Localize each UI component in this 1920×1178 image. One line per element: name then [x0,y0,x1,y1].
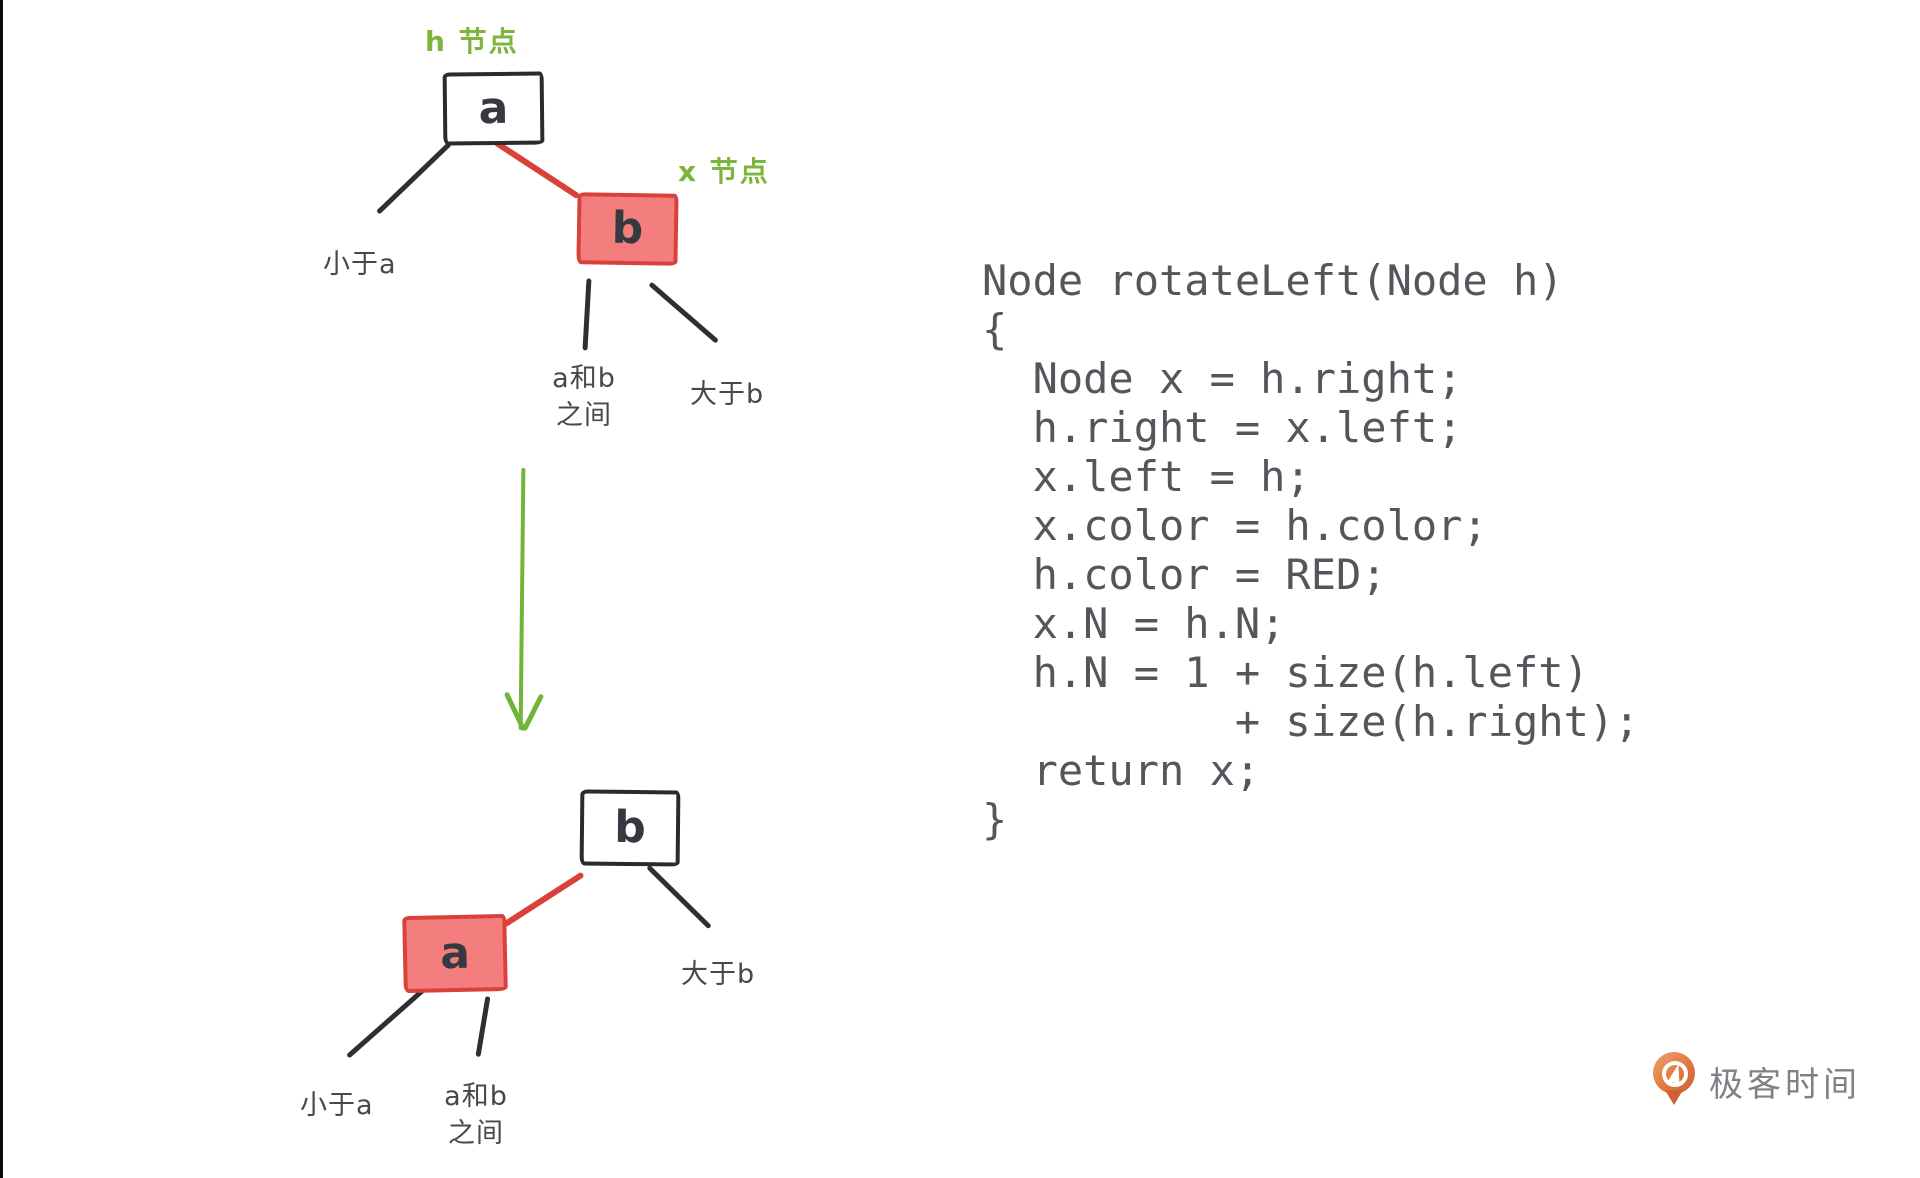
edge-before-b-to-between [582,278,592,351]
geektime-logo-text: 极客时间 [1709,1064,1861,1105]
edge-before-a-to-b-red [493,139,581,200]
annotation-x-node: x 节点 [678,155,770,188]
leaf-greater-than-b-before: 大于b [690,379,765,410]
node-h-letter: a [478,82,509,134]
geektime-pin-icon [1653,1052,1697,1110]
code-line: x.left = h; [982,452,1311,501]
leaf-between-line2: 之间 [556,400,612,431]
leaf-between-after: a和b 之间 [438,1078,514,1152]
leaf-between-before: a和b 之间 [546,360,622,434]
leaf-between-after-line2: 之间 [448,1118,504,1149]
node-b-after: b [579,789,681,867]
edge-after-a-to-between [475,996,491,1058]
rotate-left-code-block: Node rotateLeft(Node h){ Node x = h.righ… [982,256,1639,844]
code-line: h.N = 1 + size(h.left) [982,648,1589,697]
node-h-before: a [442,71,545,146]
edge-after-b-to-a-red [502,871,585,928]
edge-after-a-to-less [346,986,427,1059]
annotation-h-node: h 节点 [425,25,519,58]
code-line: } [982,795,1008,844]
node-x-before: b [576,192,679,266]
code-line: h.color = RED; [982,550,1387,599]
leaf-between-after-line1: a和b [444,1081,508,1112]
code-line: x.N = h.N; [982,599,1286,648]
node-b-after-letter: b [613,801,647,854]
leaf-greater-than-b-after: 大于b [681,959,756,990]
code-line: { [982,305,1008,354]
code-line: x.color = h.color; [982,501,1488,550]
leaf-less-than-a-before: 小于a [323,249,397,280]
node-x-letter: b [611,202,644,255]
edge-after-b-to-greater [646,864,712,930]
code-line: Node x = h.right; [982,354,1463,403]
node-a-after: a [402,913,508,994]
edge-before-a-to-less [376,141,452,215]
rotation-arrow [518,467,526,731]
code-line: h.right = x.left; [982,403,1463,452]
leaf-between-line1: a和b [552,363,616,394]
rotation-arrow-barb-right [521,693,545,732]
code-line: Node rotateLeft(Node h) [982,256,1564,305]
geektime-logo: 极客时间 [1653,1052,1861,1110]
leaf-less-than-a-after: 小于a [300,1090,374,1121]
code-line: return x; [982,746,1261,795]
node-a-after-letter: a [439,927,471,979]
edge-before-b-to-greater [648,281,719,344]
code-line: + size(h.right); [982,697,1640,746]
left-edge-line [0,0,3,1178]
